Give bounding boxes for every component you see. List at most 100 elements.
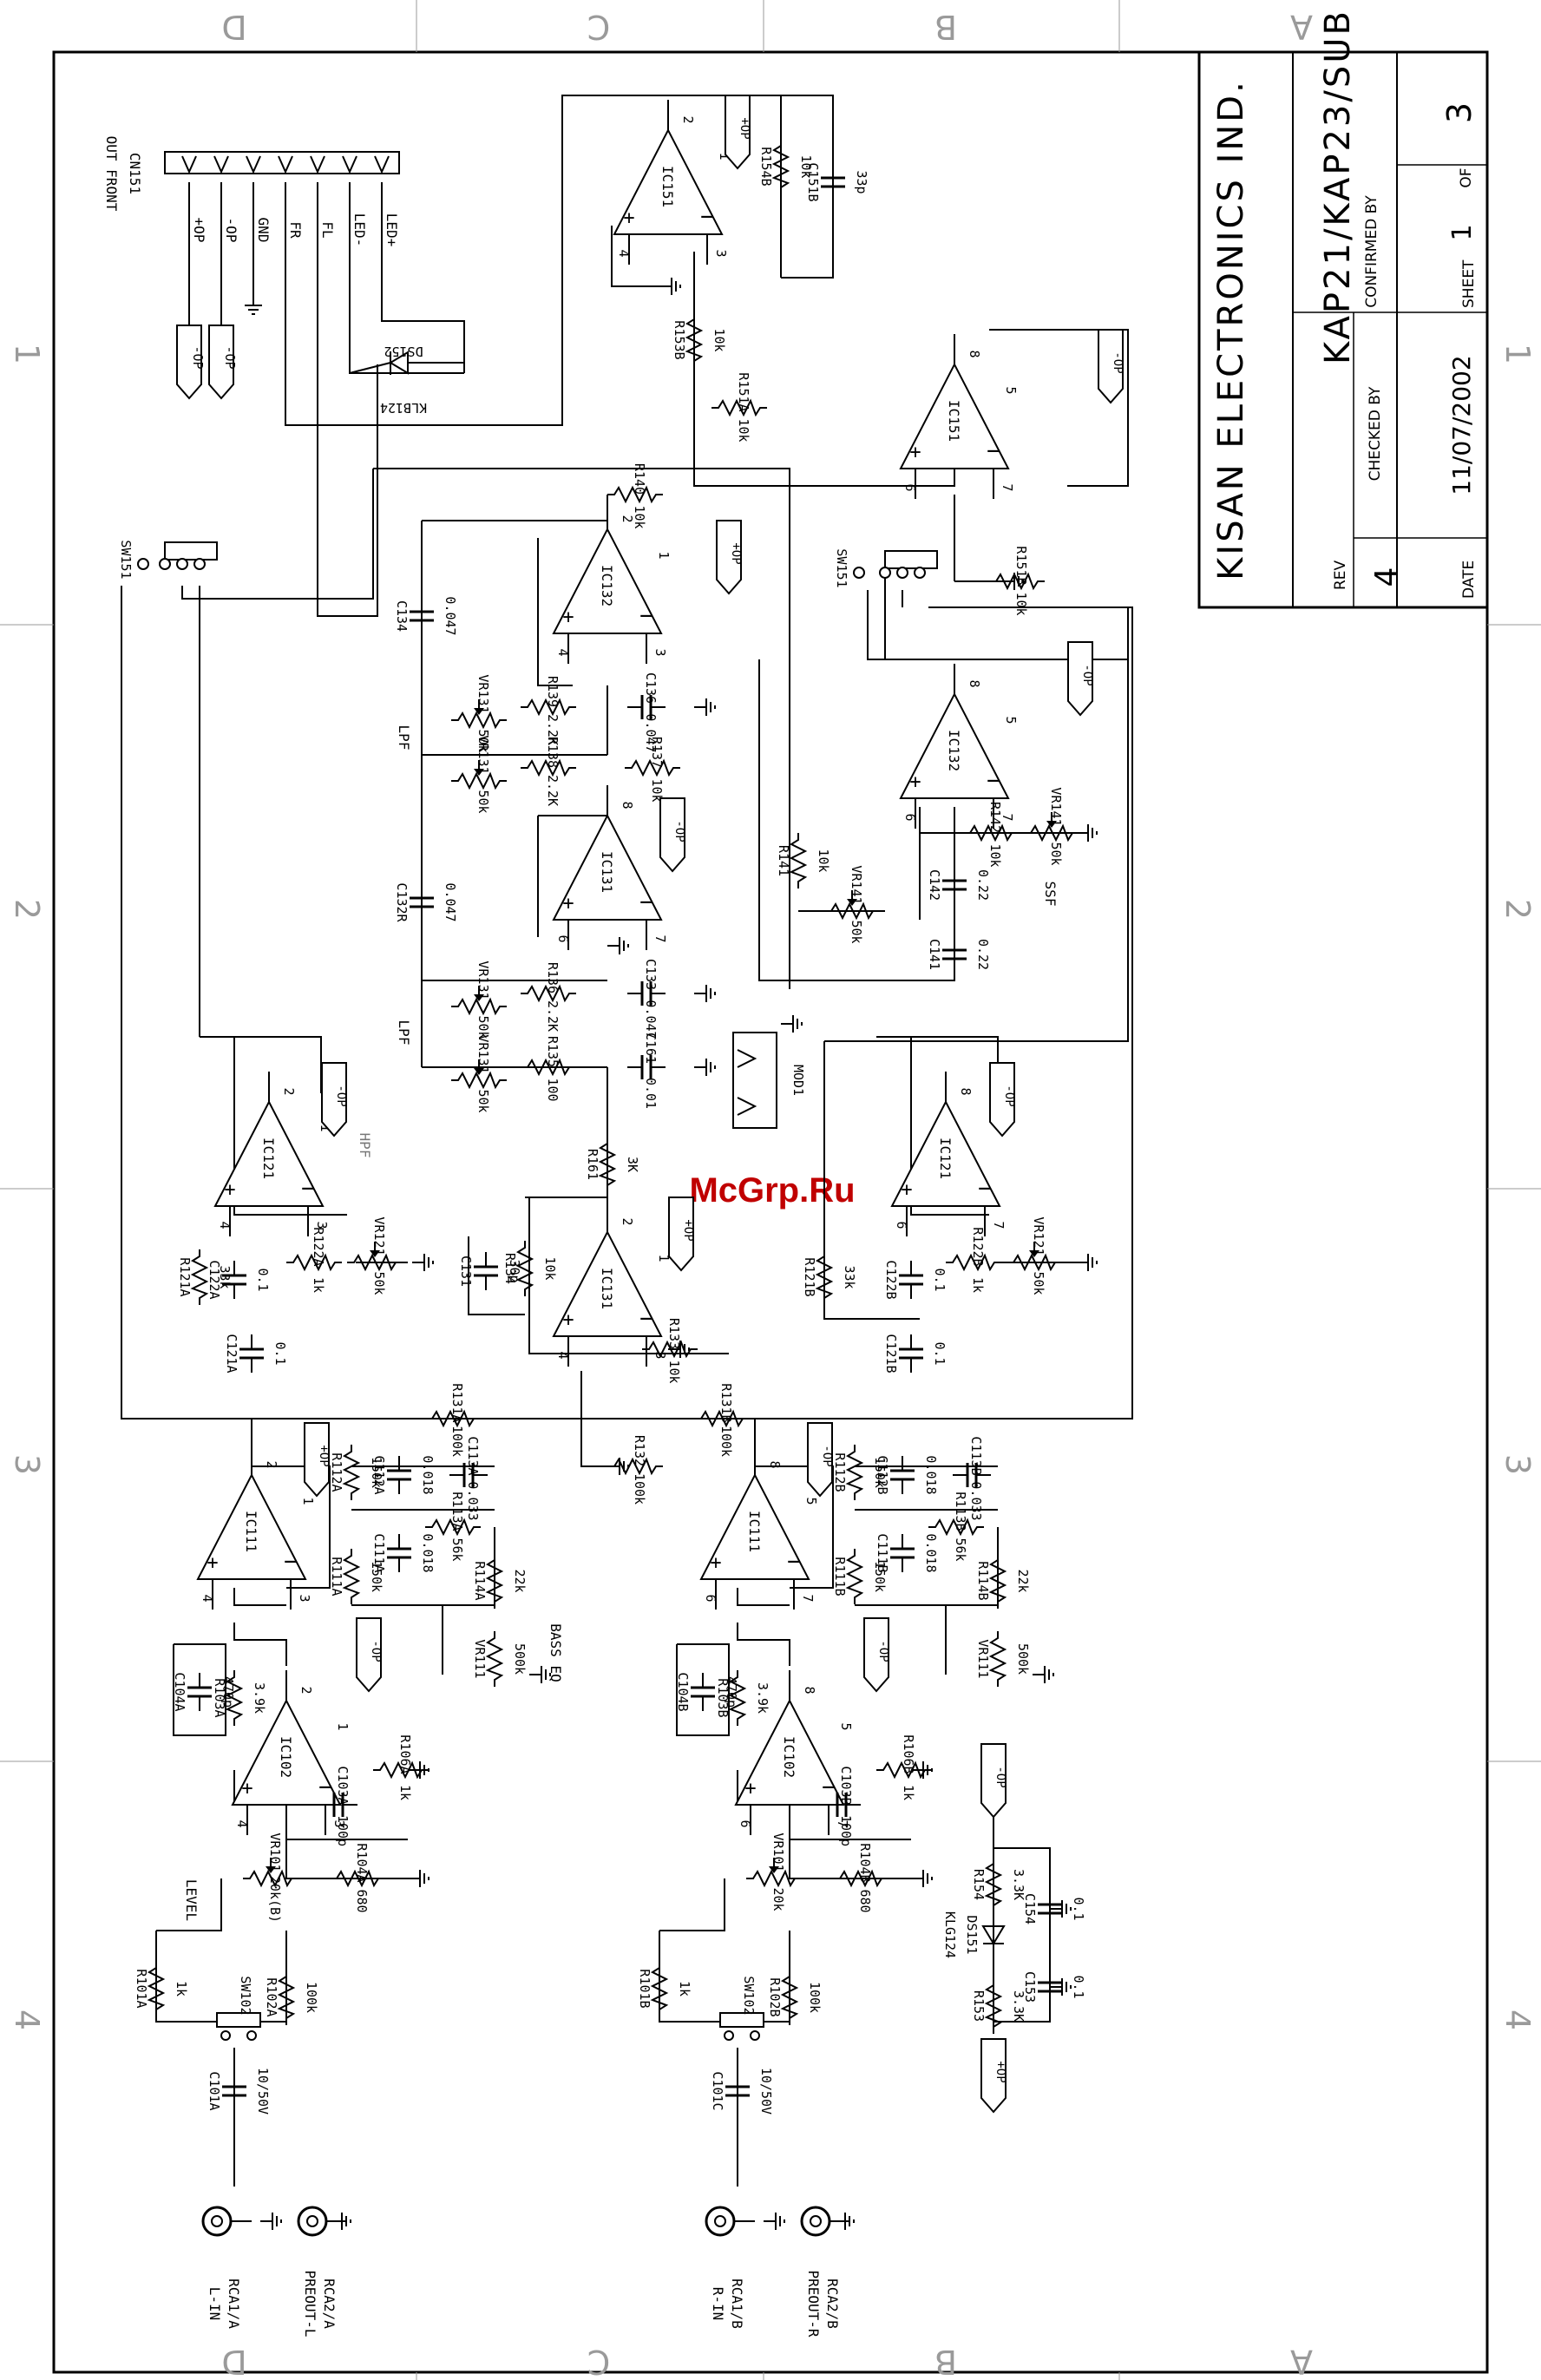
input-switch-sw102a[interactable]: SW102 — [216, 1976, 261, 2041]
led-part: KLG124 — [942, 1911, 958, 1958]
component-value: 50k — [475, 1089, 491, 1112]
component-ref: R151B — [1013, 546, 1029, 585]
component-ref: VR131 — [475, 961, 491, 1000]
component-value: 50k — [1031, 1271, 1046, 1295]
selector-switch-left[interactable]: SW151 — [118, 540, 218, 580]
op-amp-pin: 3 — [713, 249, 729, 257]
component-value: 680 — [857, 1889, 873, 1912]
row-marker: 4 — [8, 2010, 46, 2030]
component-ref: R154B — [758, 147, 774, 186]
ground-symbol — [693, 698, 716, 717]
component-ref: R106B — [901, 1734, 916, 1774]
op-amp-pin: 8 — [958, 1087, 974, 1095]
component-ref: R138 — [545, 737, 561, 768]
op-amp-pin: 6 — [703, 1594, 718, 1602]
component-ref: R103A — [212, 1678, 227, 1717]
component-value: 0.018 — [923, 1533, 939, 1572]
ground-symbol — [1049, 1977, 1072, 1996]
ground-symbol — [659, 277, 681, 296]
ground-symbol — [607, 936, 629, 955]
component-value: 56k — [449, 1537, 465, 1561]
date-value: 11/07/2002 — [1447, 355, 1476, 495]
row-marker: 1 — [1498, 344, 1537, 364]
component-ref: R133 — [666, 1318, 682, 1349]
component-ref: R104B — [857, 1843, 873, 1882]
op-amp-pin: 2 — [620, 515, 635, 522]
rail-label: +OP — [738, 117, 751, 139]
rail-label: -OP — [190, 345, 206, 369]
component-ref: R140 — [632, 463, 647, 495]
component-value: 3.3K — [1011, 1869, 1026, 1900]
component-value: 50k — [849, 920, 864, 943]
component-value: 3K — [625, 1157, 640, 1172]
component-ref: R161 — [585, 1149, 600, 1180]
op-amp-pin: 5 — [1003, 716, 1019, 724]
switch-ref: SW102 — [238, 1976, 253, 2015]
jack-ref: RCA2/A — [321, 2278, 338, 2329]
ground-symbol — [763, 2212, 785, 2231]
op-amp-pin: 7 — [800, 1594, 816, 1602]
jack-ref: RCA1/A — [226, 2278, 242, 2329]
input-switch-sw102b[interactable]: SW102 — [719, 1976, 764, 2041]
component-value: 1k — [970, 1277, 986, 1293]
op-amp-pin: 4 — [200, 1594, 215, 1602]
op-amp-pin: 3 — [314, 1221, 330, 1229]
ground-symbol — [1032, 1665, 1054, 1684]
component-ref: C161 — [643, 1033, 659, 1064]
component-value: 100k — [632, 1473, 647, 1505]
connector-pin: FL — [319, 221, 336, 238]
op-amp-pin: 2 — [281, 1087, 297, 1095]
connector-pin: -OP — [223, 218, 239, 243]
ground-symbol — [259, 2212, 282, 2231]
op-amp-ref: IC121 — [260, 1138, 277, 1179]
component-value: 0.1 — [1071, 1897, 1086, 1920]
output-connector[interactable]: OUT FRONT CN151 +OP -OP GND FR FL LED- L… — [103, 136, 400, 247]
component-ref: R142 — [987, 802, 1003, 833]
component-value: 0.1 — [932, 1268, 948, 1291]
jack-name: L-IN — [207, 2287, 223, 2321]
op-amp-ref: IC132 — [599, 565, 615, 606]
op-amp-pin: 3 — [331, 1819, 347, 1827]
selector-switch-right[interactable]: SW151 — [834, 548, 938, 588]
component-ref: C104B — [675, 1672, 691, 1711]
sheet-number: 1 — [1447, 224, 1478, 240]
op-amp-pin: 1 — [717, 152, 732, 160]
op-amp-ref: IC102 — [781, 1736, 797, 1778]
rail-label: +OP — [317, 1445, 331, 1466]
date-label: DATE — [1460, 561, 1478, 599]
component-value: 0.018 — [420, 1533, 436, 1572]
component-r154b: R154B 10k — [758, 138, 814, 195]
component-ref: C136 — [643, 672, 659, 704]
component-value: 0.1 — [255, 1268, 271, 1291]
component-value: 10k — [798, 154, 814, 178]
component-ref: R102B — [767, 1977, 783, 2016]
